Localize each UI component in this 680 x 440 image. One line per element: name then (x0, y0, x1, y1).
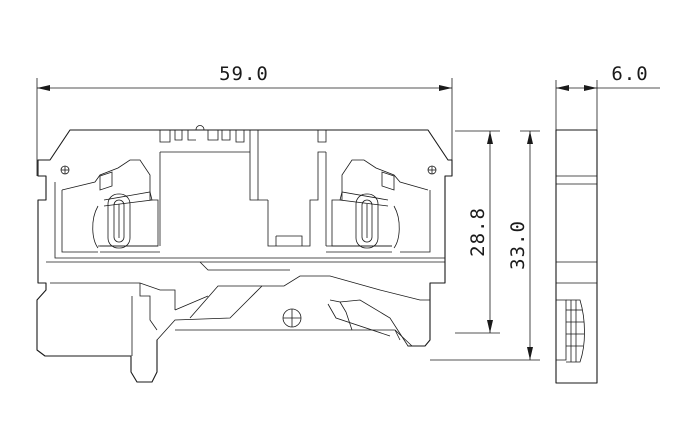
height-inner-dimension-label: 28.8 (467, 207, 489, 257)
din-rail-foot (156, 275, 430, 347)
side-view (555, 129, 598, 384)
height-outer-dimension-label: 33.0 (507, 220, 529, 270)
depth-dimension-label: 6.0 (611, 63, 648, 85)
front-view (36, 125, 453, 383)
right-spring-clamp (326, 159, 429, 253)
height-inner-dimension: 28.8 (455, 130, 500, 334)
depth-dimension: 6.0 (555, 63, 660, 130)
width-dimension-label: 59.0 (219, 63, 269, 85)
width-dimension: 59.0 (36, 63, 453, 176)
housing-outline (36, 129, 453, 383)
left-spring-clamp (61, 159, 160, 253)
height-outer-dimension: 33.0 (430, 130, 540, 361)
